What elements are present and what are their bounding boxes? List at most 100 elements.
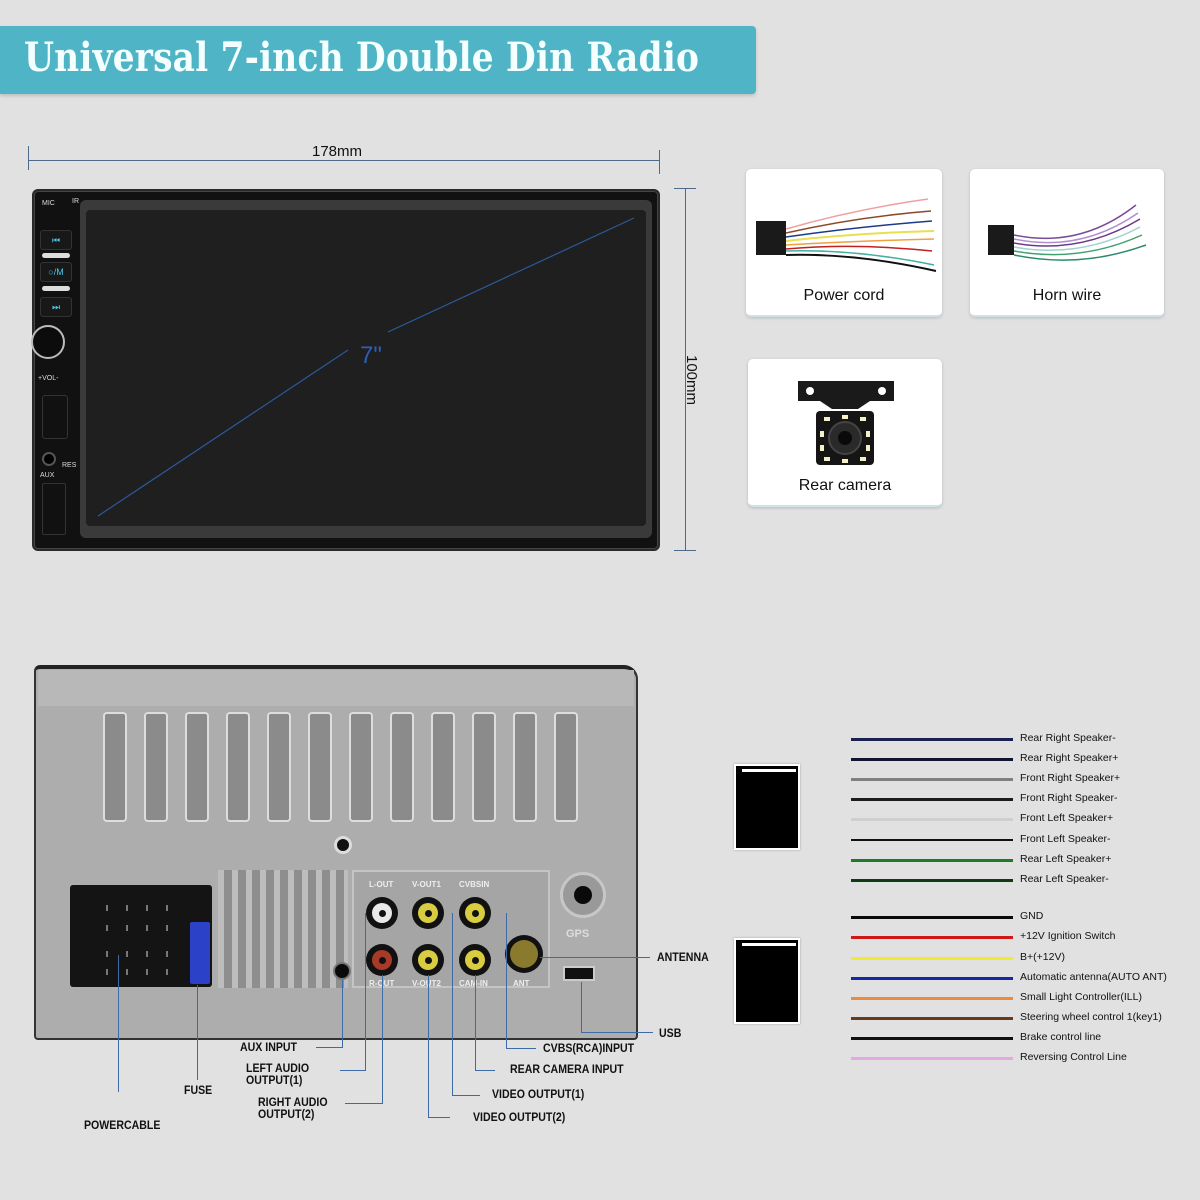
heatsink-fin (431, 712, 455, 822)
ir-label: IR (72, 198, 79, 205)
height-dimension-cap-bottom (674, 550, 696, 551)
leader-line (475, 1070, 495, 1071)
rear-camera-icon (798, 381, 894, 465)
camera-in-jack[interactable] (459, 944, 491, 976)
wire-label: Rear Left Speaker- (1020, 873, 1109, 885)
rear-aux-input-port[interactable] (333, 962, 351, 980)
next-track-button[interactable]: ⏭ (40, 297, 72, 317)
width-dimension-label: 178mm (312, 143, 363, 160)
leader-line (342, 980, 343, 1047)
power-harness-plug-icon (734, 938, 800, 1024)
button-divider (42, 286, 70, 291)
accessory-label: Horn wire (1032, 287, 1102, 304)
antenna-port[interactable] (505, 935, 543, 973)
wire-swatch (851, 778, 1013, 781)
wire-swatch (851, 859, 1013, 862)
heatsink-fin (103, 712, 127, 822)
wire-swatch (851, 839, 1013, 841)
heatsink-fin (144, 712, 168, 822)
video-out-2-jack[interactable] (412, 944, 444, 976)
port-label: ANT (513, 979, 530, 988)
leader-line (581, 982, 582, 1032)
rear-heatsink-grille (218, 870, 348, 988)
video-out-1-jack[interactable] (412, 897, 444, 929)
height-dimension-line (685, 188, 686, 550)
callout-video-output-2: VIDEO OUTPUT(2) (473, 1112, 566, 1124)
accessory-label: Power cord (803, 287, 885, 304)
wire-swatch (851, 936, 1013, 939)
right-audio-out-jack[interactable] (366, 944, 398, 976)
accessory-card-power-cord: Power cord (746, 169, 942, 317)
width-dimension-cap-left (28, 146, 29, 170)
fuse[interactable] (190, 922, 210, 984)
wire-label: Reversing Control Line (1020, 1051, 1127, 1063)
front-aux-jack[interactable] (42, 452, 56, 466)
heatsink-fin (554, 712, 578, 822)
gps-port[interactable] (560, 872, 606, 918)
reset-label: RES (62, 462, 77, 469)
page-title: Universal 7-inch Double Din Radio (24, 34, 700, 81)
leader-line (316, 1047, 343, 1048)
wire-label: Brake control line (1020, 1031, 1102, 1043)
wire-label: Rear Left Speaker+ (1020, 853, 1112, 865)
port-label: L-OUT (369, 880, 394, 889)
wire-swatch (851, 957, 1013, 960)
power-cord-icon (756, 198, 937, 272)
leader-line (452, 913, 453, 1095)
port-label: GPS (566, 928, 590, 940)
rear-usb-port[interactable] (563, 966, 595, 981)
heatsink-fin (267, 712, 291, 822)
height-dimension-label: 100mm (683, 355, 700, 406)
wire-swatch (851, 1037, 1013, 1040)
volume-knob[interactable] (31, 325, 65, 359)
diagonal-measure-icon (97, 217, 635, 517)
iso-power-connector[interactable] (70, 885, 212, 987)
leader-line (581, 1032, 653, 1033)
width-dimension-line (28, 160, 660, 161)
leader-line (428, 975, 429, 1117)
leader-line (506, 913, 507, 1048)
wire-label: Front Left Speaker+ (1020, 812, 1114, 824)
heatsink-fin (349, 712, 373, 822)
callout-powercable: POWERCABLE (84, 1120, 161, 1132)
leader-line (382, 975, 383, 1103)
left-audio-out-jack[interactable] (366, 897, 398, 929)
wire-label: Automatic antenna(AUTO ANT) (1020, 971, 1167, 983)
heatsink-fin (226, 712, 250, 822)
leader-line (365, 913, 366, 1070)
title-banner (0, 26, 756, 94)
wire-swatch (851, 997, 1013, 1000)
accessory-card-horn-wire: Horn wire (970, 169, 1164, 317)
height-dimension-cap-top (674, 188, 696, 189)
front-usb-cover[interactable] (42, 483, 66, 535)
screen-size-label: 7" (360, 342, 382, 369)
port-label: V-OUT1 (412, 880, 441, 889)
leader-line (475, 975, 476, 1070)
sd-card-slot[interactable] (42, 395, 68, 439)
wire-swatch (851, 879, 1013, 882)
wire-swatch (851, 916, 1013, 919)
speaker-harness-plug-icon (734, 764, 800, 850)
wire-label: Front Left Speaker- (1020, 833, 1111, 845)
volume-label: +VOL- (38, 375, 59, 382)
callout-left-audio: LEFT AUDIO (246, 1063, 310, 1075)
wire-swatch (851, 758, 1013, 761)
heatsink-fin (185, 712, 209, 822)
heatsink-fin (513, 712, 537, 822)
leader-line (340, 1070, 366, 1071)
cvbs-in-jack[interactable] (459, 897, 491, 929)
wire-swatch (851, 977, 1013, 980)
callout-right-audio-2: OUTPUT(2) (258, 1109, 315, 1121)
power-mode-button[interactable]: ○/M (40, 262, 72, 282)
leader-line (506, 1048, 536, 1049)
leader-line (540, 957, 650, 958)
wire-label: Steering wheel control 1(key1) (1020, 1011, 1162, 1023)
leader-line (428, 1117, 450, 1118)
rear-top-ridge (38, 670, 634, 706)
leader-line (452, 1095, 480, 1096)
callout-usb: USB (659, 1028, 682, 1040)
heatsink-fin (308, 712, 332, 822)
wire-label: +12V Ignition Switch (1020, 930, 1116, 942)
prev-track-button[interactable]: ⏮ (40, 230, 72, 250)
leader-line (197, 985, 198, 1080)
